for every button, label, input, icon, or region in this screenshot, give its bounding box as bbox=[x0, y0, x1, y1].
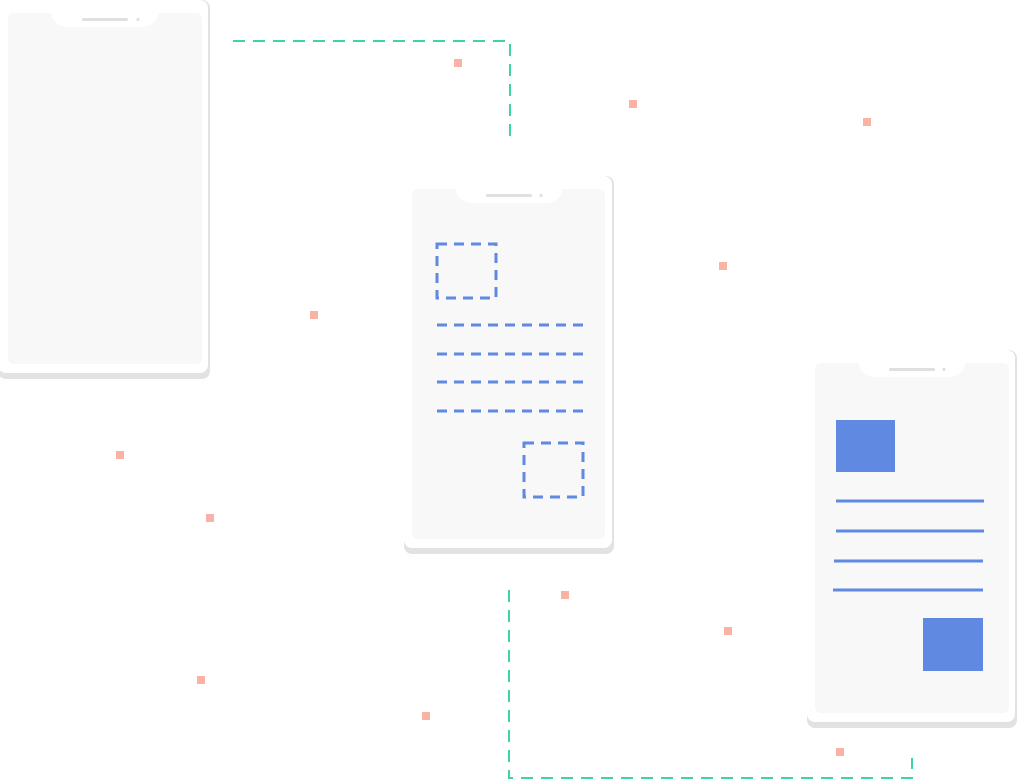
connector-bottom bbox=[508, 590, 913, 779]
square-dot-icon bbox=[197, 676, 205, 684]
camera bbox=[539, 193, 543, 198]
square-dot-icon bbox=[561, 591, 569, 599]
square-dot-icon bbox=[206, 514, 214, 522]
square-dot-icon bbox=[629, 100, 637, 108]
phone-mockup-icon bbox=[807, 350, 1017, 728]
square-dot-icon bbox=[836, 748, 844, 756]
square-dot-icon bbox=[116, 451, 124, 459]
speaker bbox=[486, 194, 532, 197]
square-dot-icon bbox=[454, 59, 462, 67]
connector-top bbox=[233, 40, 511, 137]
phone-screen bbox=[412, 189, 605, 539]
wireframe-image-placeholder bbox=[435, 242, 498, 300]
phone-wireframe-icon bbox=[404, 176, 614, 554]
square-dot-icon bbox=[863, 118, 871, 126]
speaker bbox=[889, 368, 935, 371]
camera bbox=[942, 367, 946, 372]
speaker bbox=[82, 18, 128, 21]
square-dot-icon bbox=[310, 311, 318, 319]
camera bbox=[136, 17, 140, 22]
square-dot-icon bbox=[422, 712, 430, 720]
mockup-button-block bbox=[923, 618, 983, 671]
square-dot-icons bbox=[116, 59, 871, 756]
square-dot-icon bbox=[724, 627, 732, 635]
mockup-image-block bbox=[836, 420, 895, 472]
wireframe-button-placeholder bbox=[522, 441, 585, 499]
phone-blank-icon bbox=[0, 0, 210, 379]
phone-screen bbox=[8, 13, 202, 364]
square-dot-icon bbox=[719, 262, 727, 270]
